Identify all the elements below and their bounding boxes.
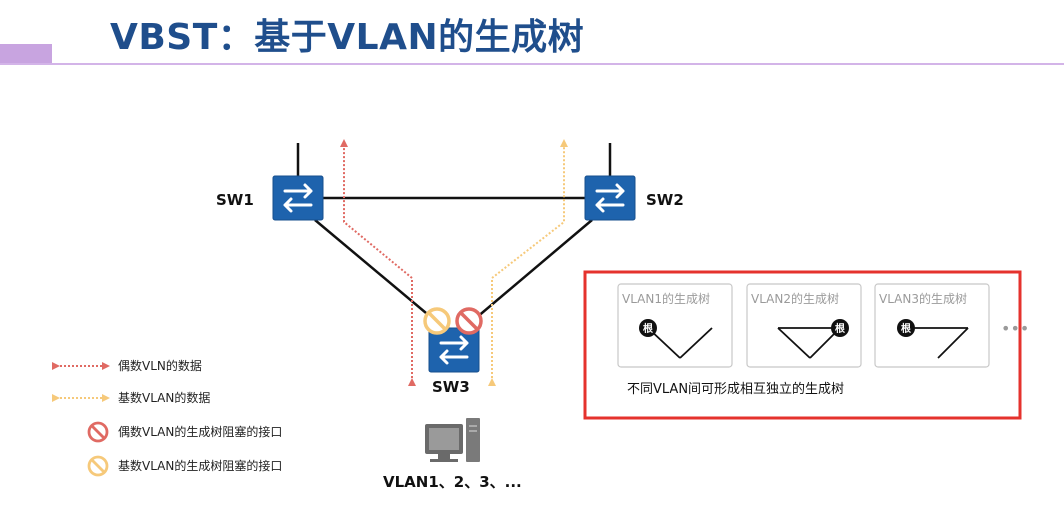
vlan1-root-label: 根 bbox=[643, 322, 653, 335]
pc-vlan-list: VLAN1、2、3、... bbox=[383, 473, 522, 491]
legend-even-blocked-label: 偶数VLAN的生成树阻塞的接口 bbox=[118, 424, 282, 439]
vlan2-root-label: 根 bbox=[835, 322, 845, 335]
legend-even-blocked-icon bbox=[87, 421, 109, 443]
sw1-icon bbox=[271, 174, 325, 222]
sw3-label: SW3 bbox=[432, 378, 470, 396]
even-vlan-data-path bbox=[340, 139, 416, 386]
vlan1-tree-card: VLAN1的生成树 根 bbox=[617, 283, 733, 368]
vlan2-root-node bbox=[831, 319, 849, 337]
sw1-label: SW1 bbox=[216, 191, 254, 209]
odd-vlan-data-path bbox=[488, 139, 568, 386]
vlan-trees-caption: 不同VLAN间可形成相互独立的生成树 bbox=[627, 381, 844, 397]
even-vlan-blocked-port-icon bbox=[455, 307, 483, 335]
more-ellipsis-icon: ••• bbox=[1001, 319, 1029, 338]
vlan3-tree-title: VLAN3的生成树 bbox=[879, 291, 967, 306]
vlan2-tree-title: VLAN2的生成树 bbox=[751, 291, 839, 306]
vlan1-root-node bbox=[639, 319, 657, 337]
legend-odd-blocked-label: 基数VLAN的生成树阻塞的接口 bbox=[118, 458, 282, 473]
title-rule bbox=[0, 63, 1064, 65]
pc-icon bbox=[425, 418, 480, 462]
legend-odd-blocked-icon bbox=[87, 455, 109, 477]
vlan1-tree-title: VLAN1的生成树 bbox=[622, 291, 710, 306]
slide-title: VBST：基于VLAN的生成树 bbox=[110, 17, 585, 58]
sw2-icon bbox=[583, 174, 637, 222]
sw2-label: SW2 bbox=[646, 191, 684, 209]
vlan3-root-label: 根 bbox=[901, 322, 911, 335]
link-sw2-sw3 bbox=[475, 219, 593, 319]
vlan2-tree-card: VLAN2的生成树 根 bbox=[746, 283, 862, 368]
legend-even-data-label: 偶数VLN的数据 bbox=[118, 358, 202, 373]
vlan3-tree-card: VLAN3的生成树 根 bbox=[874, 283, 990, 368]
vlan3-root-node bbox=[897, 319, 915, 337]
odd-vlan-blocked-port-icon bbox=[423, 307, 451, 335]
title-accent-bar bbox=[0, 44, 52, 64]
link-sw1-sw3 bbox=[314, 219, 433, 319]
legend-odd-data-label: 基数VLAN的数据 bbox=[118, 390, 210, 405]
legend: 偶数VLN的数据 基数VLAN的数据 偶数VLAN的生成树阻塞的接口 基数VLA… bbox=[52, 358, 282, 477]
